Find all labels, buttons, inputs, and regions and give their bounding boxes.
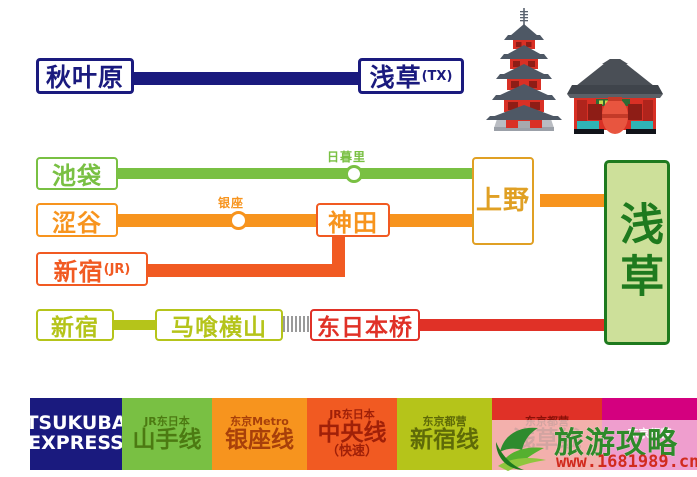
station-asakusa-destination[interactable]: 浅草 [604, 160, 670, 345]
legend-line-name: 中央线 [317, 419, 387, 446]
station-bakurocho[interactable]: 马喰横山 [155, 309, 283, 341]
line-yamanote [110, 168, 480, 179]
interchange-dot-ginza[interactable] [229, 211, 248, 230]
legend-item-tsukuba-express[interactable]: TSUKUBA EXPRESS [30, 398, 122, 470]
station-label: 上野 [475, 186, 530, 216]
interchange-label-nippori: 日暮里 [327, 150, 367, 164]
station-ueno[interactable]: 上野 [472, 157, 534, 245]
watermark-url: www.1681989.cn [556, 452, 697, 472]
station-sublabel: (JR) [103, 261, 131, 277]
interchange-dot-nippori[interactable] [345, 165, 363, 183]
legend-operator: JR东日本 [329, 408, 375, 422]
legend-item-shinjuku-line[interactable]: 东京都营 新宿线 [397, 398, 492, 470]
legend-line-1: TSUKUBA [30, 412, 122, 435]
line-tsukuba-express [120, 72, 370, 85]
line-chuo-horizontal [140, 264, 345, 277]
legend-line-name: 山手线 [132, 426, 202, 453]
station-label: 新宿 [53, 257, 104, 286]
legend-operator: JR东日本 [144, 415, 190, 429]
station-label: 神田 [328, 208, 378, 237]
station-label: 池袋 [52, 162, 102, 190]
station-shinjuku[interactable]: 新宿 [36, 309, 114, 341]
station-label: 浅草 [369, 63, 422, 92]
asakusa-landmark-illustration [478, 4, 668, 136]
legend-line-name: 银座线 [225, 426, 294, 453]
station-shinjuku-jr[interactable]: 新宿(JR) [36, 252, 148, 286]
station-label: 新宿 [51, 315, 99, 341]
station-asakusa-tx[interactable]: 浅草(TX) [358, 58, 464, 94]
five-story-pagoda-icon [486, 8, 562, 131]
watermark-overlay: 旅游攻略 www.1681989.cn [492, 420, 697, 477]
kaminarimon-gate-icon [567, 59, 663, 134]
transfer-walk-connector [283, 316, 311, 332]
line-chuo-vertical [332, 235, 345, 277]
legend-item-yamanote-line[interactable]: JR东日本 山手线 [122, 398, 212, 470]
station-label: 浅草 [612, 200, 664, 305]
station-higashinihonbashi[interactable]: 东日本桥 [310, 309, 420, 341]
station-label: 马喰横山 [171, 315, 267, 341]
station-label: 秋叶原 [45, 63, 124, 92]
line-asakusa-toei [400, 319, 615, 331]
station-akihabara[interactable]: 秋叶原 [36, 58, 134, 94]
line-ginza-kanda-ueno [386, 214, 480, 227]
line-ginza-west [110, 214, 316, 227]
station-shibuya[interactable]: 涩谷 [36, 203, 118, 237]
station-sublabel: (TX) [421, 68, 453, 84]
legend-line-2: EXPRESS [30, 432, 122, 454]
legend-item-ginza-line[interactable]: 东京Metro 银座线 [212, 398, 307, 470]
leaf-logo-icon [496, 427, 546, 471]
interchange-label-ginza: 银座 [218, 196, 245, 210]
line-shinjuku-toei [110, 320, 160, 330]
station-kanda[interactable]: 神田 [316, 203, 390, 237]
legend-line-name: 新宿线 [410, 426, 479, 453]
legend-note: （快速） [325, 444, 378, 460]
line-ginza-ueno-asakusa [540, 194, 610, 207]
legend-operator: 东京都营 [422, 415, 467, 429]
station-label: 东日本桥 [317, 315, 413, 341]
legend-operator: 东京Metro [230, 415, 289, 429]
legend-item-chuo-line[interactable]: JR东日本 中央线 （快速） [307, 398, 397, 470]
station-ikebukuro[interactable]: 池袋 [36, 157, 118, 190]
watermark-text: 旅游攻略 [554, 426, 678, 461]
station-label: 涩谷 [52, 208, 102, 237]
